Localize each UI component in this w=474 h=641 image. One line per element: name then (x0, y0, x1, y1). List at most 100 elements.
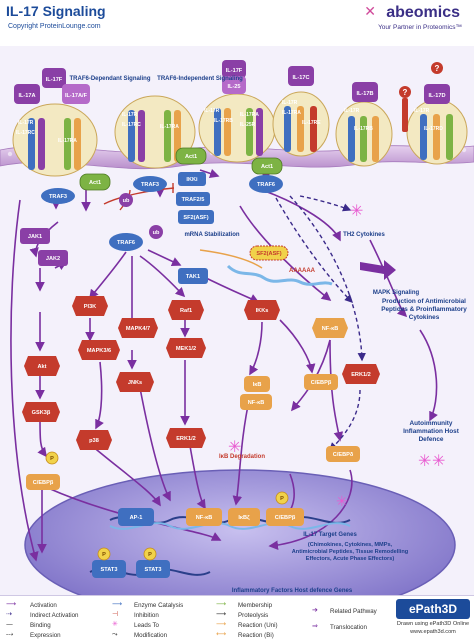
label-p38: p38 (89, 438, 99, 444)
node-ikb (244, 376, 270, 392)
node-cebpb-a (304, 374, 338, 390)
node-jak2 (38, 250, 68, 266)
legend-related-pathway: Related Pathway (330, 608, 377, 615)
legend-reaction-bi: Reaction (Bi) (238, 632, 274, 639)
ligand-unknown (399, 62, 443, 132)
legend-modification: Modification (134, 632, 168, 639)
label-p-1: P (102, 552, 106, 558)
epath3d-url[interactable]: www.epath3d.com (410, 629, 456, 635)
legend-translocation: Translocation (330, 624, 367, 631)
legend-leads-to: Leads To (134, 622, 159, 629)
label-il17f-2: IL-17F (226, 68, 243, 74)
receptor-label: IL-17RE (302, 120, 321, 126)
label-p-4: P (280, 496, 284, 502)
label-erk1-2-b: ERK1/2 (176, 436, 196, 442)
node-nfkb-a (312, 318, 348, 338)
label-gene-list: (Chimokines, Cytokines, MMPs, Antimicrob… (291, 542, 409, 562)
label-cebpb-nuc: C/EBPβ (275, 515, 296, 521)
node-act1-a (79, 173, 111, 191)
node-mek1-2 (166, 338, 206, 358)
gene-list-box: (Chimokines, Cytokines, MMPs, Antimicrob… (291, 542, 409, 562)
label-ikbz: IκBζ (238, 515, 250, 521)
node-jnks (116, 372, 154, 392)
label-ikki: IKKi (186, 177, 198, 183)
label-il17d: IL-17D (428, 93, 445, 99)
autoimmunity-star-icon-1: ✳ (418, 453, 431, 470)
ligand-il17d (424, 84, 450, 104)
indirect-arrow-icon: ⇢ (6, 610, 12, 618)
ligand-il17c (288, 66, 314, 86)
legend-activation: Activation (30, 602, 57, 609)
node-raf1 (168, 300, 204, 320)
epath3d-drawn-text: Drawn using ePath3D Online (396, 621, 470, 627)
label-ikb: IκB (253, 382, 262, 388)
label-erk1-2-a: ERK1/2 (351, 372, 371, 378)
label-akt: Akt (37, 364, 46, 370)
label-mapk3-6: MAPK3/6 (87, 348, 111, 354)
node-cebpb-b (26, 474, 60, 490)
label-ikks: IKKs (256, 308, 269, 314)
node-traf6-b (249, 175, 283, 193)
label-autoimmunity: Autoimmunity Inflammation Host Defence (403, 420, 459, 443)
node-mapk4-7 (118, 318, 158, 338)
node-akt (24, 356, 60, 376)
ligand-il17af (62, 84, 90, 104)
receptor-complex-6 (406, 99, 468, 165)
label-mapk: MAPK Signaling (373, 290, 420, 296)
label-traf3-a: TRAF3 (49, 194, 67, 200)
node-cebpd (326, 446, 360, 462)
epath3d-logo: ePath3D (396, 599, 470, 619)
label-act1-a: Act1 (89, 180, 101, 186)
label-traf3-b: TRAF3 (141, 182, 159, 188)
node-cebpb-nuc (266, 508, 304, 526)
legend-membership: Membership (238, 602, 273, 609)
receptor-complex-5 (335, 101, 393, 167)
label-il17a: IL-17A (18, 93, 35, 99)
label-tak1: TAK1 (186, 274, 200, 280)
target-gene-star-icon: ✳ (336, 493, 348, 509)
antimicrobial-box: Production of Antimicrobial Peptides & P… (381, 298, 467, 321)
epath3d-badge[interactable]: ePath3D Drawn using ePath3D Online www.e… (396, 599, 470, 637)
label-gsk3b: GSK3β (32, 410, 51, 416)
label-traf6-dependent: TRAF6-Dependant Signaling (70, 76, 151, 82)
receptor-complex-2 (114, 95, 196, 169)
receptor-label: IL-17RD (424, 126, 443, 132)
brand-logo-icon: ✕ (364, 4, 376, 20)
legend-expression: Expression (30, 632, 61, 639)
label-inflammatory: Inflammatory Factors Host defence Genes (232, 588, 353, 594)
label-traf6-b: TRAF6 (257, 182, 275, 188)
receptor-label: IL-17R (204, 108, 220, 114)
autoimmunity-box: Autoimmunity Inflammation Host Defence (403, 420, 459, 443)
receptor-label: IL-17RA (282, 110, 301, 116)
label-ub-1: ub (123, 198, 130, 204)
legend: ⟶ Activation ⇢ Indirect Activation — Bin… (0, 595, 474, 641)
node-p38 (76, 430, 112, 450)
brand-name: abeomics (386, 4, 460, 21)
ligand-il25 (222, 76, 246, 94)
receptor-label: IL-17R (414, 108, 430, 114)
receptor-label: IL-17R (282, 100, 298, 106)
label-sf2-asf-mrna: SF2(ASF) (256, 251, 281, 257)
th2-star-icon: ✳ (350, 203, 363, 220)
label-cebpb-a: C/EBPβ (311, 380, 332, 386)
ligand-il17f-2 (222, 60, 246, 78)
mrna-edge (199, 249, 263, 269)
binding-line-icon: — (6, 620, 13, 628)
star-icons: ✳ ✳ ✳ ✳ ✳ (228, 203, 445, 509)
label-stat3-a: STAT3 (101, 567, 118, 573)
legend-proteolysis: Proteolysis (238, 612, 269, 619)
label-act1-c: Act1 (261, 164, 273, 170)
ubiquitin-1 (119, 193, 133, 207)
mrna-strand (226, 264, 333, 286)
node-ap1 (118, 508, 154, 526)
node-erk1-2-a (342, 364, 380, 384)
node-labels: Act1 Act1 Act1 TRAF3 TRAF3 TRAF6 TRAF6 I… (28, 154, 371, 573)
node-tak1 (178, 268, 208, 284)
reaction-bi-icon: ⟷ (216, 630, 227, 638)
node-ikks (244, 300, 280, 320)
receptor-complex-3 (198, 93, 276, 163)
label-traf6-independent: TRAF6-Independent Signaling (157, 76, 243, 82)
label-cebpd: C/EBPδ (333, 452, 354, 458)
label-stat3-b: STAT3 (145, 567, 162, 573)
